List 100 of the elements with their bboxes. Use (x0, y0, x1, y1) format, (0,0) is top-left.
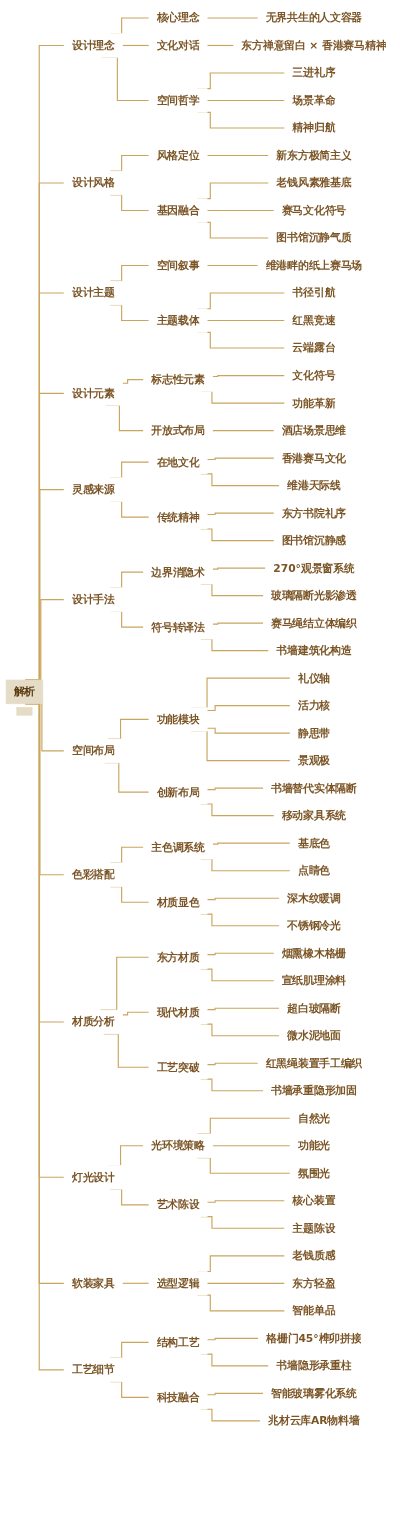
connector (206, 512, 275, 516)
node-text: 在地文化 (156, 455, 200, 468)
node-text: 书径引航 (292, 286, 336, 299)
node-text: 材质显色 (156, 895, 200, 908)
node-text: 现代材质 (156, 1005, 200, 1018)
node-text: 点睛色 (297, 864, 330, 877)
connector (206, 1062, 259, 1066)
node-text: 自然光 (297, 1111, 330, 1124)
node-text: 红黑竞速 (292, 314, 336, 327)
node-text: 图书馆沉静感 (281, 534, 346, 547)
connector (206, 1282, 286, 1284)
connector (206, 1007, 281, 1011)
connector (206, 727, 291, 734)
node-text: 老钱风素雅基底 (276, 176, 352, 189)
node-text: 维港畔的纸上赛马场 (265, 259, 362, 272)
connector (206, 99, 286, 102)
connector (206, 952, 275, 956)
node-text: 核心理念 (156, 11, 200, 24)
connector (206, 1200, 286, 1203)
connector (211, 375, 286, 378)
node-text: 活力核 (297, 699, 330, 712)
node-text: 结构工艺 (156, 1335, 200, 1349)
node-text: 精神归航 (292, 121, 336, 134)
connector (206, 787, 264, 791)
node-text: 静思带 (297, 726, 330, 739)
node-text: 书墙隐形承重柱 (276, 1359, 352, 1372)
node-text: 书墙承重隐形加固 (271, 1084, 357, 1097)
connector (206, 44, 235, 47)
node-text: 开放式布局 (151, 424, 205, 437)
node-text: 功能革新 (292, 396, 336, 409)
node-text: 氛围光 (297, 1166, 330, 1180)
connector (206, 264, 259, 267)
node-text: 功能光 (297, 1139, 330, 1152)
connector (206, 457, 275, 461)
node-text: 不锈钢冷光 (287, 919, 341, 932)
node-text: 工艺突破 (156, 1060, 200, 1073)
node-text: 深木纹暖调 (287, 891, 341, 904)
node-text: 东方轻盈 (292, 1276, 336, 1290)
node-text: 传统精神 (156, 510, 200, 523)
node-text: 礼仪轴 (297, 671, 330, 684)
node-text: 赛马文化符号 (281, 204, 346, 217)
connector (206, 319, 286, 322)
node-text: 老钱质感 (292, 1249, 336, 1262)
node-text: 新东方极简主义 (276, 149, 352, 162)
connector (121, 1011, 150, 1016)
node-text: 270°观景窗系统 (273, 561, 355, 574)
node-text: 智能单品 (292, 1304, 336, 1317)
connector (211, 842, 291, 845)
node-text: 东方书院礼序 (281, 506, 346, 519)
node-text: 软装家具 (71, 1276, 115, 1290)
node-text: 香港赛马文化 (281, 451, 346, 464)
connector (206, 1392, 264, 1396)
node-text: 空间叙事 (156, 259, 200, 272)
node-text: 图书馆沉静气质 (276, 231, 352, 244)
node-text: 云端露台 (292, 341, 336, 354)
node-box: 解析 (5, 679, 44, 705)
node-text: 艺术陈设 (156, 1198, 200, 1211)
connector (211, 1145, 291, 1147)
node-text: 创新布局 (156, 785, 200, 798)
connector (206, 705, 291, 712)
node-text: 主题陈设 (292, 1221, 336, 1235)
node-text: 无界共生的人文容器 (265, 11, 362, 24)
node-text: 场景革命 (292, 93, 336, 107)
node-text: 科技融合 (156, 1390, 200, 1404)
node-text: 东方材质 (156, 950, 200, 963)
node-text: 风格定位 (156, 149, 200, 162)
node-text: 宣纸肌理涂料 (281, 974, 346, 987)
connector (121, 379, 145, 384)
connector (211, 567, 267, 570)
node-text: 赛马绳结立体编织 (271, 616, 357, 629)
connector (206, 1337, 260, 1341)
node-text: 玻璃隔断光影渗透 (271, 589, 357, 602)
node-text: 文化对话 (156, 38, 200, 52)
node-text: 基底色 (297, 836, 330, 849)
node-text: 超白玻隔断 (287, 1001, 341, 1014)
node-text: 书墙建筑化构造 (276, 644, 352, 657)
connector (121, 44, 150, 47)
node-text: 景观极 (297, 754, 330, 767)
connector (121, 1282, 150, 1284)
node-text: 红黑绳装置手工编织 (265, 1056, 362, 1069)
node-text: 酒店场景思维 (281, 424, 346, 437)
node-text: 微水泥地面 (287, 1029, 341, 1042)
node-text: 书墙替代实体隔断 (271, 781, 357, 794)
connector (206, 17, 259, 19)
node-text: 烟熏橡木格栅 (281, 946, 346, 959)
node-text: 智能玻璃雾化系统 (271, 1386, 357, 1400)
node-text: 移动家具系统 (281, 809, 346, 822)
connector (211, 430, 275, 432)
connector (206, 897, 281, 901)
node-text: 三进礼序 (292, 66, 336, 79)
node-text: 核心装置 (292, 1194, 336, 1207)
connector (206, 154, 270, 157)
connector (211, 622, 264, 625)
node-text: 东方禅意留白 × 香港赛马精神 (241, 38, 387, 52)
node-text: 兆材云库AR物料墙 (268, 1414, 360, 1427)
node-box (16, 707, 33, 716)
connector (206, 209, 275, 212)
node-text: 格栅门45°榫卯拼接 (266, 1331, 362, 1345)
node-text: 维港天际线 (287, 479, 341, 492)
node-text: 文化符号 (292, 369, 336, 382)
